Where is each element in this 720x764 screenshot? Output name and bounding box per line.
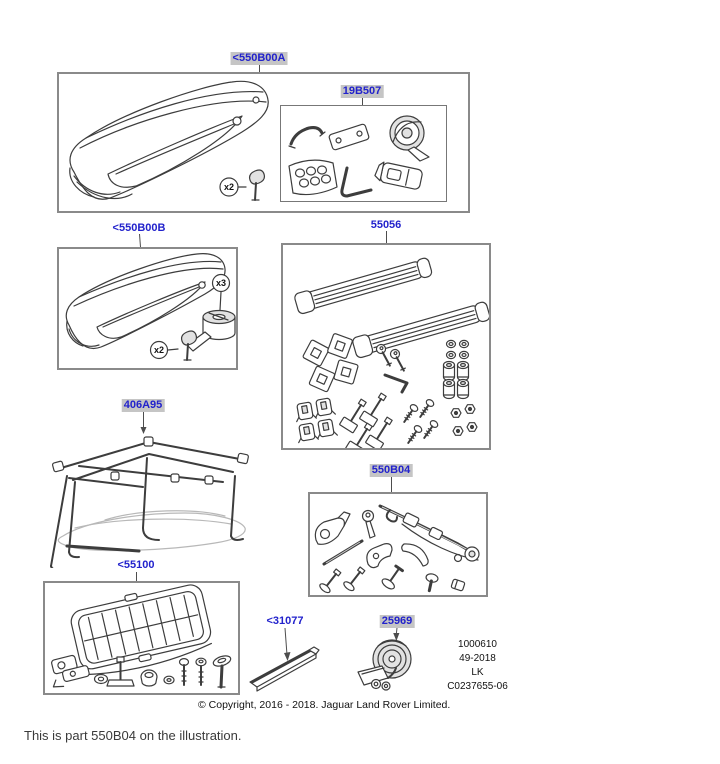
clip-grommets (447, 340, 469, 358)
roof-tray-kit-illustration (45, 583, 238, 693)
strap-assembly-part (380, 506, 479, 562)
t-knob-bolt (212, 654, 232, 687)
screw-1 (180, 659, 189, 685)
tray-part (68, 583, 215, 680)
buckle-part (374, 161, 423, 190)
frame-bars (51, 442, 245, 568)
key-icon (182, 331, 197, 360)
clamp-assembly (47, 652, 91, 688)
plate-bolt (107, 657, 134, 686)
stamp-line-2: 49-2018 (459, 653, 496, 664)
part-label-550B00B[interactable]: <550B00B (112, 222, 166, 234)
load-bar-illustration (246, 638, 322, 696)
lifter-frame-illustration (45, 420, 265, 568)
part-label-55056[interactable]: 55056 (370, 219, 402, 231)
key-icon (250, 170, 265, 200)
ratchet-strap-illustration (352, 634, 416, 696)
curved-arm-part (402, 544, 428, 566)
long-bolts (318, 565, 367, 594)
ghost-roof-box (58, 511, 245, 551)
foot-clamp-part (367, 544, 392, 568)
pad-part (289, 160, 337, 194)
small-block (451, 579, 465, 591)
roof-box-b-illustration: x3 x2 (59, 249, 236, 368)
qty-badge-x2: x2 (224, 182, 234, 192)
copyright-notice: © Copyright, 2016 - 2018. Jaguar Land Ro… (198, 699, 451, 711)
screws (401, 398, 439, 445)
carrier-kit-550B04-illustration (310, 494, 486, 595)
fitting-kit-19B507-illustration (281, 106, 446, 201)
qty-badge-x3: x3 (216, 278, 226, 288)
qty-badge-x2: x2 (154, 345, 164, 355)
key-part (363, 511, 376, 539)
keys (372, 343, 412, 372)
washer-large (95, 675, 108, 684)
bracket-part (315, 512, 350, 544)
clamp-brackets (294, 397, 338, 442)
strap-roll-part (187, 311, 235, 352)
strap-coil-part (390, 116, 429, 161)
stamp-line-3: LK (471, 667, 484, 678)
footer-caption: This is part 550B04 on the illustration. (24, 728, 242, 743)
washer-small (164, 676, 174, 684)
part-label-550B04[interactable]: 550B04 (369, 464, 413, 477)
stud-knob (423, 573, 438, 592)
handle-part (289, 128, 325, 148)
flange-nuts (451, 405, 477, 436)
t-pin (380, 564, 404, 591)
roof-box-a-illustration: x2 (60, 76, 285, 210)
u-bolt-part (342, 168, 371, 196)
frame-clamps (52, 437, 249, 484)
allen-key (385, 375, 407, 392)
stamp-line-4: C0237655-06 (447, 681, 508, 692)
part-label-406A95[interactable]: 406A95 (121, 399, 165, 412)
stamp-line-1: 1000610 (458, 639, 497, 650)
illustration-stamp: 1000610 49-2018 LK C0237655-06 (430, 638, 525, 694)
rod-part (324, 541, 362, 564)
cross-bars-kit-illustration (283, 245, 489, 448)
part-label-550B00A[interactable]: <550B00A (230, 52, 288, 65)
part-label-25969[interactable]: 25969 (379, 615, 415, 628)
part-label-55100[interactable]: <55100 (117, 559, 155, 571)
frame-runner (67, 546, 139, 551)
part-label-19B507[interactable]: 19B507 (340, 85, 384, 98)
plate-bolts (339, 391, 396, 448)
cross-bar-2 (352, 300, 489, 359)
arrowhead-406A95 (140, 427, 147, 434)
ratchet-handle (358, 666, 396, 690)
dome-cap (141, 670, 157, 686)
screw-2 (196, 658, 206, 685)
cross-bar-1 (294, 256, 433, 315)
arrowhead-25969 (393, 633, 400, 641)
gasket-plates (302, 333, 358, 392)
spacer-cylinders (444, 362, 469, 399)
part-label-31077[interactable]: <31077 (266, 615, 304, 627)
plate-part (328, 124, 369, 151)
arrowhead-31077 (284, 652, 291, 661)
